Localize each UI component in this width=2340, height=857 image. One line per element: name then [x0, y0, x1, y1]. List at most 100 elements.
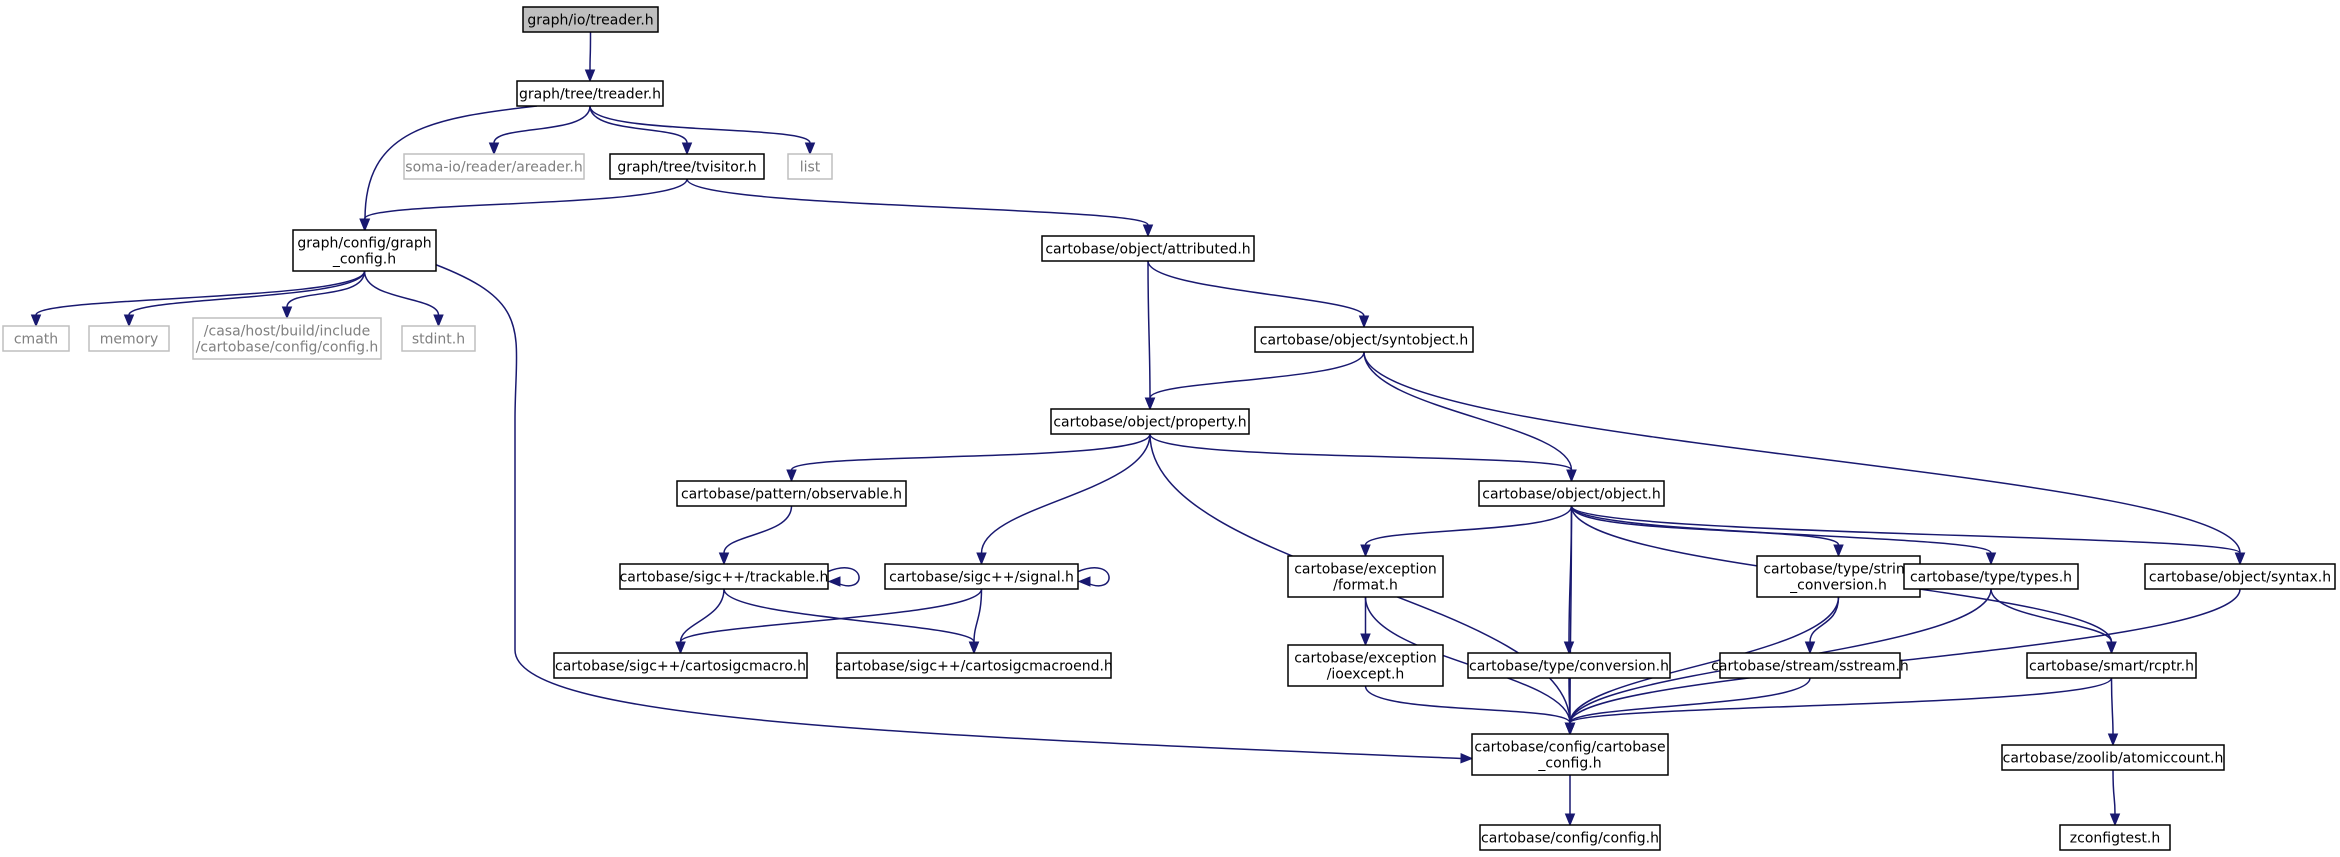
node-box [1903, 563, 2079, 590]
node-box [1041, 235, 1255, 262]
node-zconfigtest[interactable]: zconfigtest.h [2059, 824, 2171, 851]
node-label: cartobase/object/attributed.h [1045, 242, 1250, 258]
node-label: cartobase/sigc++/cartosigcmacro.h [555, 659, 806, 675]
edge-line [589, 105, 811, 144]
node-ioexcept[interactable]: cartobase/exception/ioexcept.h [1287, 644, 1444, 687]
node-sstream[interactable]: cartobase/stream/sstream.h [1711, 652, 1909, 679]
node-label: cartobase/exception [1294, 651, 1437, 667]
edge-observable-to-trackable [718, 505, 793, 566]
edge-line [1570, 505, 1992, 554]
edge-rcptr-to-cb-config [1564, 677, 2113, 736]
node-string-conv[interactable]: cartobase/type/string_conversion.h [1756, 555, 1921, 598]
edge-root-to-tree-treader [584, 31, 596, 83]
node-label: list [800, 160, 821, 176]
edge-attributed-to-syntobject [1147, 260, 1370, 329]
edge-cb-config-to-config-h [1564, 774, 1576, 827]
edge-tvisitor-to-attributed [686, 178, 1154, 238]
node-label: cartobase/exception [1294, 562, 1437, 578]
node-box [522, 6, 659, 33]
node-box [884, 563, 1079, 590]
edge-trackable-to-sigcmacroend [723, 588, 980, 655]
edge-arrowhead [2106, 641, 2117, 655]
edge-arrowhead [804, 142, 816, 156]
node-attributed[interactable]: cartobase/object/attributed.h [1041, 235, 1255, 262]
edge-syntobject-to-syntax [1363, 351, 2246, 566]
node-box [1287, 644, 1444, 687]
node-root[interactable]: graph/io/treader.h [522, 6, 659, 33]
edge-arrowhead [1360, 633, 1371, 647]
edge-line [1147, 260, 1365, 317]
node-label: cmath [14, 332, 58, 348]
node-label: cartobase/type/conversion.h [1469, 659, 1669, 675]
edge-line [1077, 567, 1110, 587]
node-syntax[interactable]: cartobase/object/syntax.h [2144, 563, 2336, 590]
edge-arrowhead [2234, 552, 2246, 566]
edge-line [286, 270, 366, 308]
node-syntobject[interactable]: cartobase/object/syntobject.h [1254, 326, 1474, 353]
edge-line [1569, 588, 2241, 724]
node-box [1719, 652, 1901, 679]
node-config-h[interactable]: cartobase/config/config.h [1479, 824, 1661, 851]
edge-tree-treader-to-list [589, 105, 816, 156]
node-rcptr[interactable]: cartobase/smart/rcptr.h [2026, 652, 2197, 679]
node-object[interactable]: cartobase/object/object.h [1478, 480, 1665, 507]
edge-line [1570, 505, 2241, 554]
edge-object-to-conversion [1563, 505, 1575, 655]
edge-arrowhead [1144, 397, 1156, 411]
node-trackable[interactable]: cartobase/sigc++/trackable.h [619, 563, 829, 590]
node-box [836, 652, 1112, 679]
node-cmath: cmath [2, 325, 70, 352]
edge-line [723, 588, 975, 643]
edge-arrowhead [433, 314, 444, 328]
edge-line [679, 588, 983, 643]
edge-arrowhead [281, 306, 293, 320]
node-stdint: stdint.h [401, 325, 476, 352]
node-box [88, 325, 170, 352]
node-conversion[interactable]: cartobase/type/conversion.h [1467, 652, 1671, 679]
node-cb-config[interactable]: cartobase/config/cartobase_config.h [1471, 733, 1669, 776]
node-graph-config[interactable]: graph/config/graph_config.h [292, 229, 437, 272]
node-signal[interactable]: cartobase/sigc++/signal.h [884, 563, 1079, 590]
node-label: cartobase/smart/rcptr.h [2029, 659, 2194, 675]
edge-object-to-syntax [1570, 505, 2246, 566]
node-sigcmacro[interactable]: cartobase/sigc++/cartosigcmacro.h [553, 652, 808, 679]
edge-arrowhead [1077, 576, 1091, 587]
node-box [1478, 480, 1665, 507]
node-label: cartobase/config/cartobase [1474, 740, 1665, 756]
edge-property-to-signal [976, 433, 1151, 566]
edge-line [1990, 588, 2113, 643]
node-atomiccount[interactable]: cartobase/zoolib/atomiccount.h [2001, 744, 2225, 771]
node-sigcmacroend[interactable]: cartobase/sigc++/cartosigcmacroend.h [835, 652, 1113, 679]
node-observable[interactable]: cartobase/pattern/observable.h [676, 480, 907, 507]
edge-arrowhead [827, 576, 841, 587]
edge-arrowhead [1833, 544, 1844, 558]
node-box [192, 317, 382, 360]
edge-line [364, 105, 538, 220]
node-label: cartobase/sigc++/cartosigcmacroend.h [835, 659, 1113, 675]
node-tree-treader[interactable]: graph/tree/treader.h [516, 80, 664, 107]
edge-arrowhead [1564, 722, 1576, 736]
node-exc-format[interactable]: cartobase/exception/format.h [1287, 555, 1444, 598]
node-tvisitor[interactable]: graph/tree/tvisitor.h [609, 153, 765, 180]
edge-arrowhead [1804, 641, 1816, 655]
node-box [2026, 652, 2197, 679]
node-label: cartobase/sigc++/signal.h [889, 570, 1074, 586]
node-types[interactable]: cartobase/type/types.h [1903, 563, 2079, 590]
node-box [2059, 824, 2171, 851]
node-label: graph/tree/treader.h [519, 87, 661, 103]
edge-line [363, 270, 440, 316]
edge-arrowhead [681, 142, 693, 156]
edge-arrowhead [1358, 315, 1370, 329]
edge-line [679, 588, 725, 643]
node-box [1467, 652, 1671, 679]
edge-line [363, 178, 688, 220]
edge-syntobject-to-property [1144, 351, 1365, 411]
edge-property-to-object [1149, 433, 1577, 483]
node-box [1287, 555, 1444, 598]
edge-line [1363, 351, 2241, 554]
edge-arrowhead [718, 552, 730, 566]
edge-line [1569, 677, 1811, 724]
node-property[interactable]: cartobase/object/property.h [1050, 408, 1250, 435]
edge-arrowhead [359, 218, 370, 232]
edge-arrowhead [1563, 641, 1575, 655]
